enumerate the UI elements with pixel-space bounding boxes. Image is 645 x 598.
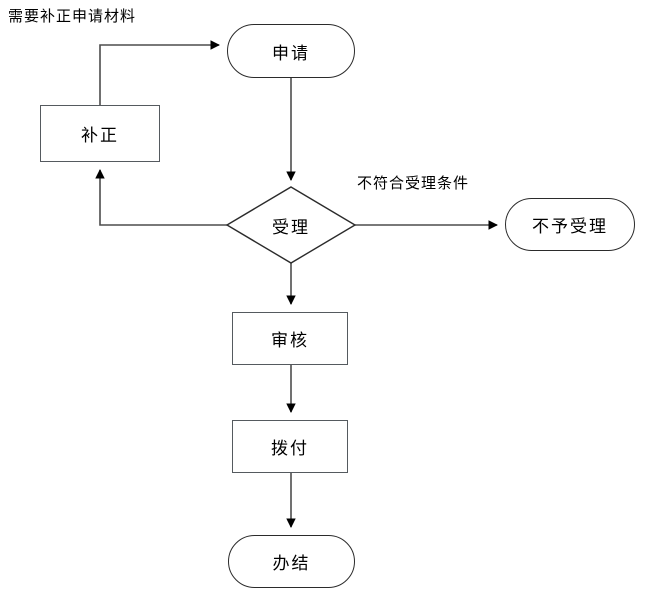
node-shouli-label: 受理 bbox=[272, 217, 310, 237]
node-shouli[interactable]: 受理 bbox=[227, 187, 355, 263]
edge-label-need-correction: 需要补正申请材料 bbox=[8, 9, 137, 25]
node-shouli-shape bbox=[225, 186, 357, 264]
edge-label-not-meet-conditions: 不符合受理条件 bbox=[357, 176, 470, 192]
node-banjie[interactable]: 办结 bbox=[228, 535, 355, 588]
node-buzheng[interactable]: 补正 bbox=[40, 105, 160, 162]
node-shenhe[interactable]: 审核 bbox=[232, 312, 348, 365]
node-buzheng-label: 补正 bbox=[81, 126, 119, 145]
node-buyushouli-label: 不予受理 bbox=[532, 217, 608, 236]
edge-buzheng-to-shenqing bbox=[99, 40, 220, 105]
node-bofu-label: 拨付 bbox=[271, 439, 309, 458]
node-shenhe-label: 审核 bbox=[271, 331, 309, 350]
node-banjie-label: 办结 bbox=[272, 554, 311, 573]
node-shenqing[interactable]: 申请 bbox=[227, 24, 355, 78]
node-bofu[interactable]: 拨付 bbox=[232, 420, 348, 473]
node-buyushouli[interactable]: 不予受理 bbox=[505, 198, 635, 251]
node-shenqing-label: 申请 bbox=[272, 43, 310, 63]
edge-shouli-to-buzheng bbox=[95, 169, 227, 226]
